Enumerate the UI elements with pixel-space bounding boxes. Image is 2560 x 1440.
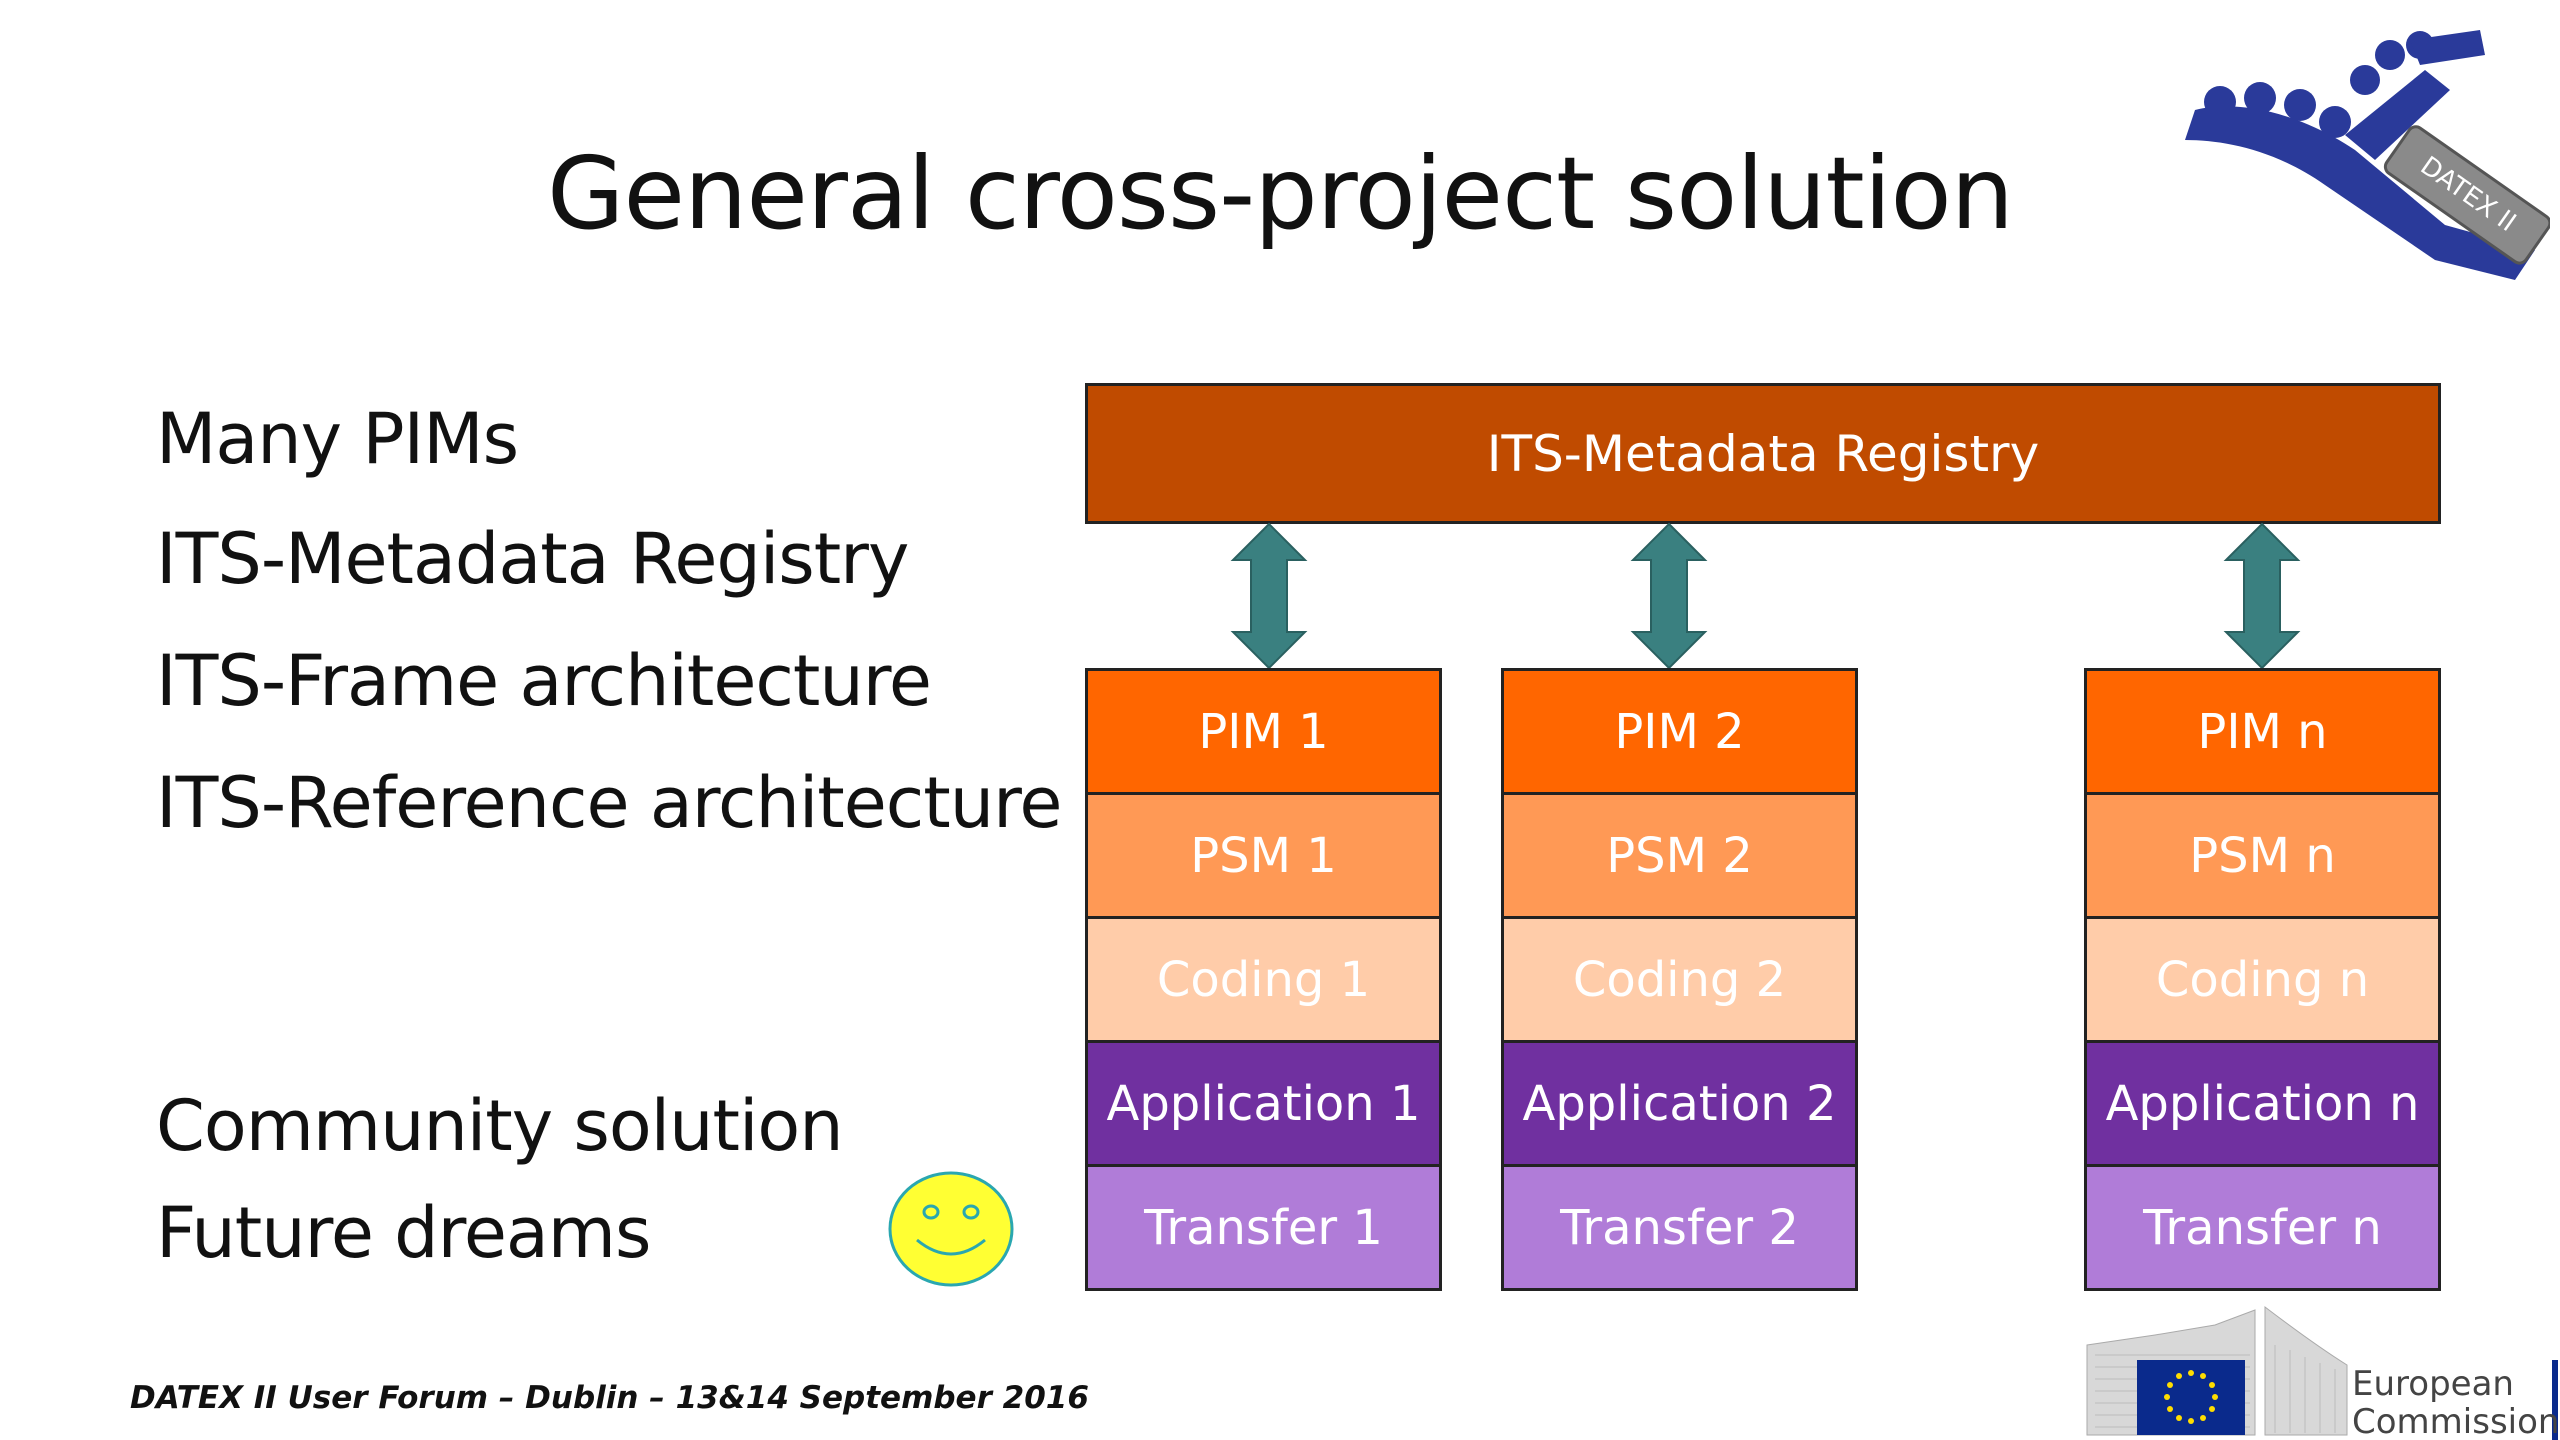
its-metadata-registry-box: ITS-Metadata Registry [1085,383,2441,524]
eu-stars-icon [2164,1370,2218,1424]
stack-1: PIM 1 PSM 1 Coding 1 Application 1 Trans… [1085,668,1442,1291]
pim-box: PIM n [2084,668,2441,795]
psm-box: PSM 1 [1085,795,1442,919]
slide-title: General cross-project solution [546,135,2014,252]
registry-label: ITS-Metadata Registry [1486,424,2040,483]
double-arrow-icon [1230,522,1308,670]
bullet-future-dreams: Future dreams [156,1192,651,1274]
smiley-icon [888,1171,1014,1287]
ec-text-line1: European [2352,1364,2514,1404]
ec-text-line2: Commission [2352,1402,2560,1440]
bullet-frame-architecture: ITS-Frame architecture [156,640,932,722]
bullet-community-solution: Community solution [156,1085,844,1167]
datex-logo: DATEX II [2185,30,2550,280]
application-box: Application 2 [1501,1043,1858,1167]
stack-n: PIM n PSM n Coding n Application n Trans… [2084,668,2441,1291]
transfer-box: Transfer 1 [1085,1167,1442,1291]
bullet-many-pims: Many PIMs [156,398,519,480]
coding-box: Coding 2 [1501,919,1858,1043]
coding-box: Coding 1 [1085,919,1442,1043]
footer-text: DATEX II User Forum – Dublin – 13&14 Sep… [130,1380,1089,1416]
bullet-metadata-registry: ITS-Metadata Registry [156,518,909,600]
psm-box: PSM 2 [1501,795,1858,919]
stack-2: PIM 2 PSM 2 Coding 2 Application 2 Trans… [1501,668,1858,1291]
double-arrow-icon [1630,522,1708,670]
transfer-box: Transfer n [2084,1167,2441,1291]
psm-box: PSM n [2084,795,2441,919]
european-commission-logo [2086,1305,2558,1440]
bullet-reference-architecture: ITS-Reference architecture [156,762,1062,844]
transfer-box: Transfer 2 [1501,1167,1858,1291]
double-arrow-icon [2223,522,2301,670]
pim-box: PIM 2 [1501,668,1858,795]
coding-box: Coding n [2084,919,2441,1043]
application-box: Application n [2084,1043,2441,1167]
pim-box: PIM 1 [1085,668,1442,795]
application-box: Application 1 [1085,1043,1442,1167]
